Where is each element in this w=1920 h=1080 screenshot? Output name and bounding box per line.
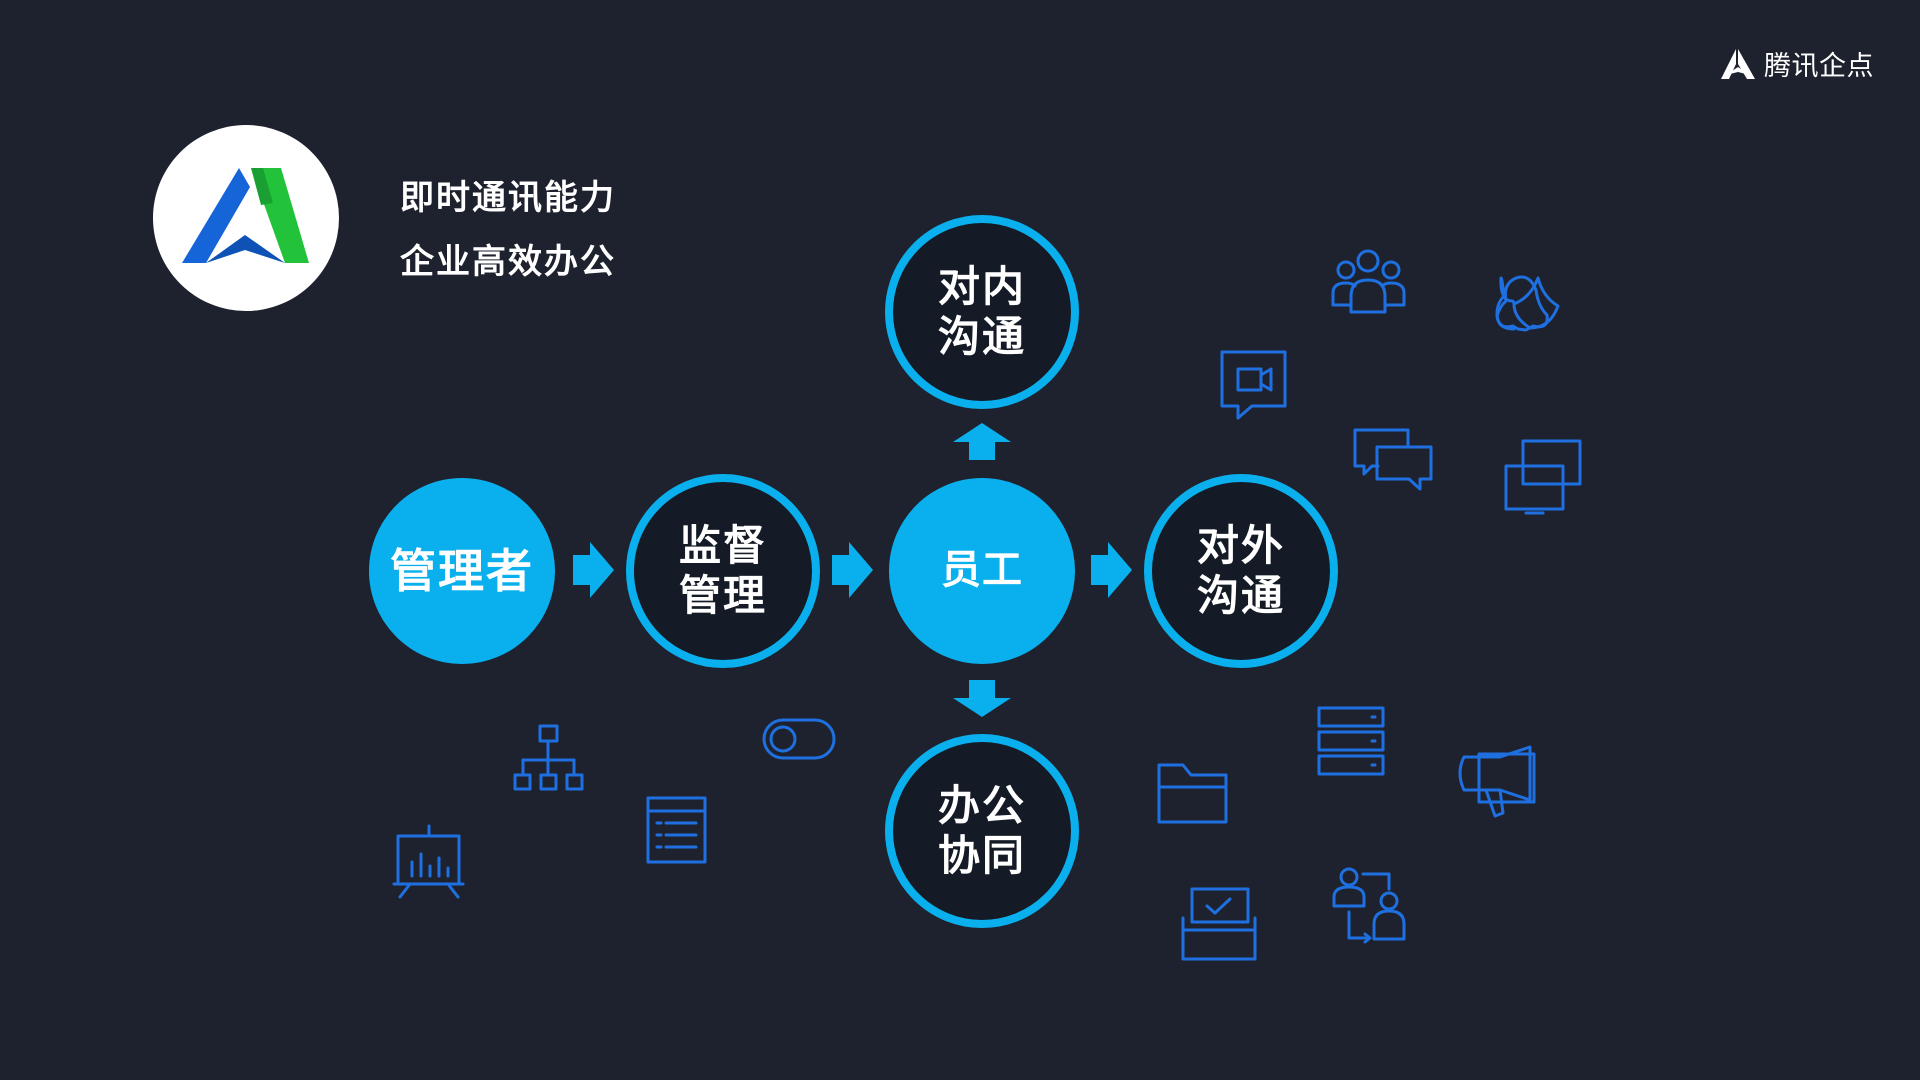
chat-bubbles-icon: [1353, 428, 1433, 491]
node-manager-label: 管理者: [390, 543, 534, 598]
node-manager: 管理者: [369, 478, 555, 664]
document-list-icon: [646, 796, 707, 864]
multi-screen-icon: [1504, 439, 1582, 515]
node-external-line1: 对外: [1196, 521, 1285, 571]
user-transfer-icon: [1332, 867, 1406, 944]
tagline-line2: 企业高效办公: [400, 242, 616, 282]
arrow-employee-to-office: [953, 680, 1011, 717]
node-supervise-line2: 管理: [678, 571, 767, 620]
node-employee-label: 员工: [941, 547, 1023, 594]
node-office-line1: 办公: [937, 781, 1026, 831]
node-external: 对外 沟通: [1144, 474, 1338, 668]
brand-name: 腾讯企点: [1764, 51, 1874, 82]
toggle-switch-icon: [762, 718, 836, 760]
group-users-icon: [1331, 249, 1406, 314]
qidian-a-logo-icon: [182, 168, 309, 263]
brand-logo: 腾讯企点: [1718, 44, 1874, 83]
penguin-qq-icon: [1495, 275, 1560, 332]
tagline-line1: 即时通讯能力: [400, 178, 616, 218]
node-internal: 对内 沟通: [885, 215, 1079, 409]
node-supervise: 监督 管理: [626, 474, 820, 668]
product-logo: [153, 125, 339, 311]
node-supervise-line1: 监督: [678, 521, 767, 571]
inbox-tray-icon: [1181, 887, 1257, 961]
org-chart-icon: [513, 724, 584, 791]
node-internal-line1: 对内: [937, 262, 1026, 312]
arrow-employee-to-external: [1091, 542, 1132, 598]
server-stack-icon: [1317, 706, 1385, 776]
arrow-employee-to-internal: [953, 423, 1011, 460]
arrow-manager-to-supervise: [573, 542, 614, 598]
folder-icon: [1157, 763, 1228, 824]
arrow-supervise-to-employee: [832, 542, 873, 598]
presentation-board-icon: [392, 824, 465, 899]
node-employee: 员工: [889, 478, 1075, 664]
node-office-line2: 协同: [937, 831, 1026, 880]
node-external-line2: 沟通: [1196, 571, 1285, 620]
node-office: 办公 协同: [885, 734, 1079, 928]
node-internal-line2: 沟通: [937, 312, 1026, 361]
megaphone-icon: [1458, 745, 1536, 818]
video-chat-icon: [1220, 350, 1287, 420]
tencent-qidian-logo-icon: [1721, 48, 1755, 79]
